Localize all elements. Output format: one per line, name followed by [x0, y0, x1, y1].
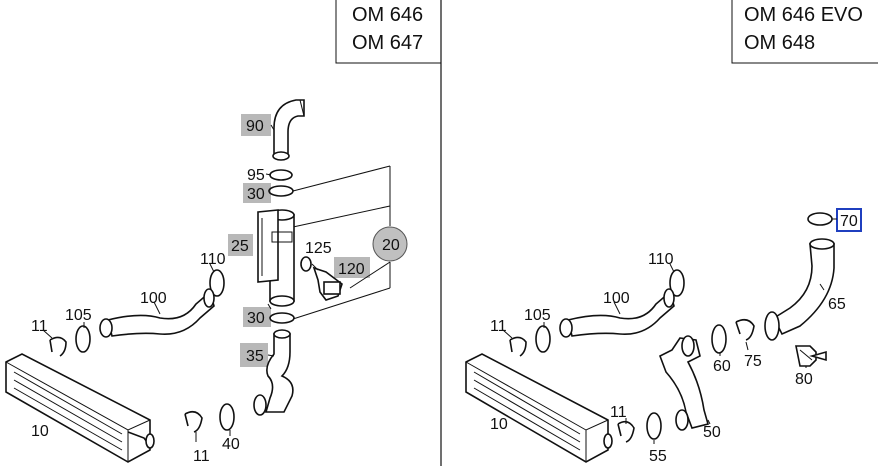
label-100: 100 [140, 290, 167, 307]
part-100-hose [99, 288, 215, 338]
label-120: 120 [338, 261, 365, 278]
right-part-11-clip-b [617, 420, 635, 443]
part-70-o-ring [807, 212, 833, 226]
right-label-100: 100 [603, 290, 630, 307]
part-11-clip-a [49, 336, 67, 357]
callout-box-70 [836, 208, 862, 232]
part-10-intercooler [5, 353, 155, 463]
label-90: 90 [246, 118, 264, 135]
right-label-11-bottom: 11 [610, 404, 627, 421]
label-40: 40 [222, 436, 240, 453]
assembly-20-bracket [292, 165, 391, 320]
part-95-o-ring [269, 169, 293, 181]
part-75-clip [735, 318, 755, 341]
part-90-elbow-hose [272, 99, 305, 161]
right-part-110-o-ring [669, 269, 685, 297]
part-55-o-ring [646, 412, 662, 440]
label-11-top: 11 [31, 318, 48, 335]
right-label-110: 110 [648, 251, 674, 268]
left-engine-title-2: OM 647 [352, 32, 423, 54]
highlight-30-top [243, 183, 271, 203]
right-label-105: 105 [524, 307, 551, 324]
label-30-bottom: 30 [247, 310, 265, 327]
right-part-11-clip-a [509, 336, 527, 357]
highlight-120 [334, 257, 370, 278]
right-label-65: 65 [828, 296, 846, 313]
highlight-35 [240, 343, 268, 367]
part-50-hose [658, 335, 709, 431]
part-80-bolt [795, 345, 827, 367]
left-leader-lines [42, 124, 275, 442]
right-label-80: 80 [795, 371, 813, 388]
right-part-10-intercooler [465, 353, 613, 463]
part-125-seal [300, 256, 312, 272]
right-label-60: 60 [713, 358, 731, 375]
part-40-o-ring [219, 403, 235, 431]
right-label-50: 50 [703, 424, 721, 441]
left-part-labels: 90 95 30 25 125 20 120 110 100 105 11 30… [31, 118, 400, 465]
part-30-clamp-bottom [269, 312, 295, 324]
left-panel: OM 646 OM 647 [5, 0, 441, 465]
highlight-20-circle [372, 226, 408, 262]
right-engine-title-1: OM 646 EVO [744, 4, 863, 26]
right-part-105-o-ring [535, 325, 551, 353]
highlight-25 [228, 234, 253, 256]
label-110: 110 [200, 251, 226, 268]
part-120-sensor [311, 263, 343, 301]
label-35: 35 [246, 348, 264, 365]
right-engine-title-box: OM 646 EVO OM 648 [731, 0, 878, 64]
part-65-hose [764, 238, 835, 341]
right-leader-lines [502, 218, 837, 444]
label-125: 125 [305, 240, 332, 257]
label-105: 105 [65, 307, 92, 324]
part-30-clamp-top [268, 185, 294, 197]
right-panel: OM 646 EVO OM 648 [465, 0, 878, 465]
label-10: 10 [31, 423, 49, 440]
label-95: 95 [247, 167, 265, 184]
part-11-clip-b [184, 410, 203, 433]
right-label-10: 10 [490, 416, 508, 433]
highlight-30-bottom [243, 307, 271, 327]
right-label-55: 55 [649, 448, 667, 465]
part-105-o-ring [75, 325, 91, 353]
label-25: 25 [231, 238, 249, 255]
part-25-flow-meter [257, 209, 295, 307]
right-label-75: 75 [744, 353, 762, 370]
part-60-o-ring [711, 324, 727, 354]
part-110-o-ring [209, 269, 225, 297]
highlight-90 [241, 114, 271, 136]
right-label-70: 70 [840, 213, 858, 230]
label-20: 20 [382, 237, 400, 254]
right-engine-title-2: OM 648 [744, 32, 815, 54]
part-35-s-hose [253, 329, 294, 416]
left-engine-title-1: OM 646 [352, 4, 423, 26]
label-30-top: 30 [247, 186, 265, 203]
right-part-100-hose [559, 288, 675, 338]
left-engine-title-box: OM 646 OM 647 [335, 0, 441, 64]
right-part-labels: 70 110 100 105 11 65 60 75 80 10 11 50 5… [490, 213, 858, 465]
label-11-bottom: 11 [193, 448, 210, 465]
right-label-11-top: 11 [490, 318, 507, 335]
